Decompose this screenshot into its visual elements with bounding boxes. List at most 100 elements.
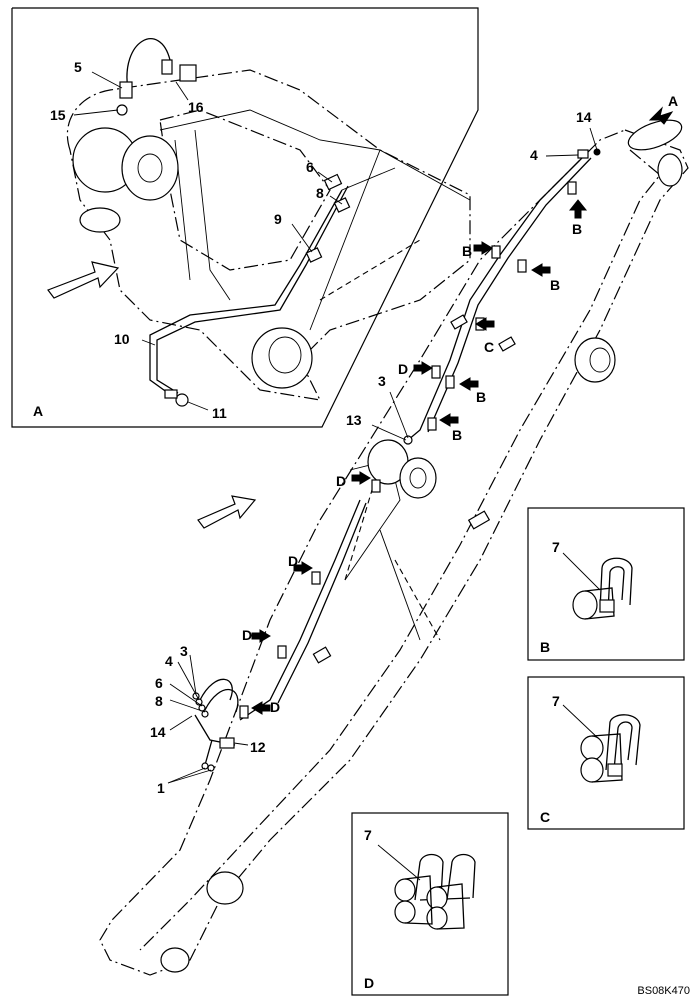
clamp-5 [431,365,441,379]
callout-1: 1 [157,780,165,796]
pipe-upper-2 [427,157,592,433]
leader-15 [73,109,119,116]
svg-text:D: D [270,699,280,715]
svg-text:B: B [462,243,472,259]
detail-b-frame [527,507,685,661]
clamp-3 [517,259,527,273]
view-arrow-b5: B [439,413,462,443]
boss-foot [206,871,244,905]
view-arrow-b4: B [459,377,486,405]
leader-11 [187,401,209,411]
callout-6a: 6 [306,159,314,175]
detail-c-pipe-body [591,733,623,783]
boom-bracket-hidden [344,479,376,581]
callout-14b: 14 [150,724,166,740]
svg-text:D: D [336,473,346,489]
clamp-11 [239,705,249,719]
detail-c-part: 7 [552,693,560,709]
detail-d-label: D [364,975,374,991]
clamp-1 [567,181,577,195]
bracket-plate [467,510,491,530]
svg-text:B: B [550,277,560,293]
detail-d-clamp-2 [446,853,476,901]
callout-16: 16 [188,99,204,115]
leader-5 [91,71,123,89]
detail-b-part: 7 [552,539,560,555]
svg-text:D: D [242,627,252,643]
inset-pipe-10 [149,189,343,399]
view-arrow-d5: D [251,699,280,715]
detail-c-frame [527,676,685,830]
detail-d-pipe-body-1 [404,875,433,925]
inset-a-frame [11,7,479,428]
leader-6b [169,683,203,707]
fitting-1a [201,762,209,770]
leader-14a [589,127,598,151]
inset-boom-edge [159,109,381,151]
view-arrow-a: A [648,93,678,125]
leader-1a [167,767,206,784]
detail-d-clamp-1 [414,853,444,901]
boss-mid-bore [589,347,611,373]
inset-a-label: A [33,403,43,419]
inset-pipe-10b [156,185,349,394]
pipe-to-1 [204,739,213,766]
inset-hose-loop [126,38,171,91]
detail-b-nut [599,599,615,613]
inset-boss-mid-bore [137,153,163,183]
detail-d-pipe-2 [394,900,416,924]
clamp-6 [445,375,455,389]
clamp-7 [427,417,437,431]
fitting-top [161,59,173,75]
callout-5: 5 [74,59,82,75]
detail-d-pipe-1 [394,878,416,902]
callout-12: 12 [250,739,266,755]
detail-d-leader [377,844,421,881]
inset-pipe-6 [341,167,396,191]
detail-view-d: 7 D [351,812,509,996]
clamp-9 [311,571,321,585]
svg-text:A: A [668,93,678,109]
fitting-16 [179,64,197,82]
boom-inner-line [139,149,661,951]
svg-text:B: B [452,427,462,443]
callout-3b: 3 [180,643,188,659]
leader-8b [169,699,206,713]
boss-top [627,119,683,151]
bracket-plate-4 [498,336,516,352]
detail-c-clamp-bolt [605,714,641,771]
bracket-plate-2 [312,646,332,664]
boss-foot-2 [160,947,190,973]
view-arrow-c: C [475,317,495,355]
callout-11: 11 [212,405,227,421]
inset-boom-outline [66,69,471,401]
fitting-9 [305,247,323,263]
leader-6a [317,171,333,183]
leader-4a [545,154,579,157]
detail-c-nut [607,763,623,777]
leader-8a [329,195,343,205]
detail-c-clamp-inner [613,721,633,771]
view-arrow-d3: D [288,553,313,575]
detail-d-pipe-4 [426,906,448,930]
pipe-loop-2 [204,688,239,713]
fitting-8b [201,710,209,718]
detail-c-pipe-2 [580,757,604,783]
inset-boss-lower [79,207,121,233]
detail-d-pipe-body-2 [436,883,465,930]
leader-12 [233,742,249,746]
leader-3b [189,654,197,695]
fitting-12 [219,737,235,749]
fitting-6 [323,173,343,191]
detail-b-label: B [540,639,550,655]
detail-c-label: C [540,809,550,825]
fitting-11b [164,389,178,399]
boss-cyl-bore [409,467,427,489]
pipe-lower-2 [277,502,367,704]
clamp-2 [491,245,501,259]
fitting-5 [119,81,133,99]
clamp-10 [277,645,287,659]
detail-view-c: 7 C [527,676,685,830]
